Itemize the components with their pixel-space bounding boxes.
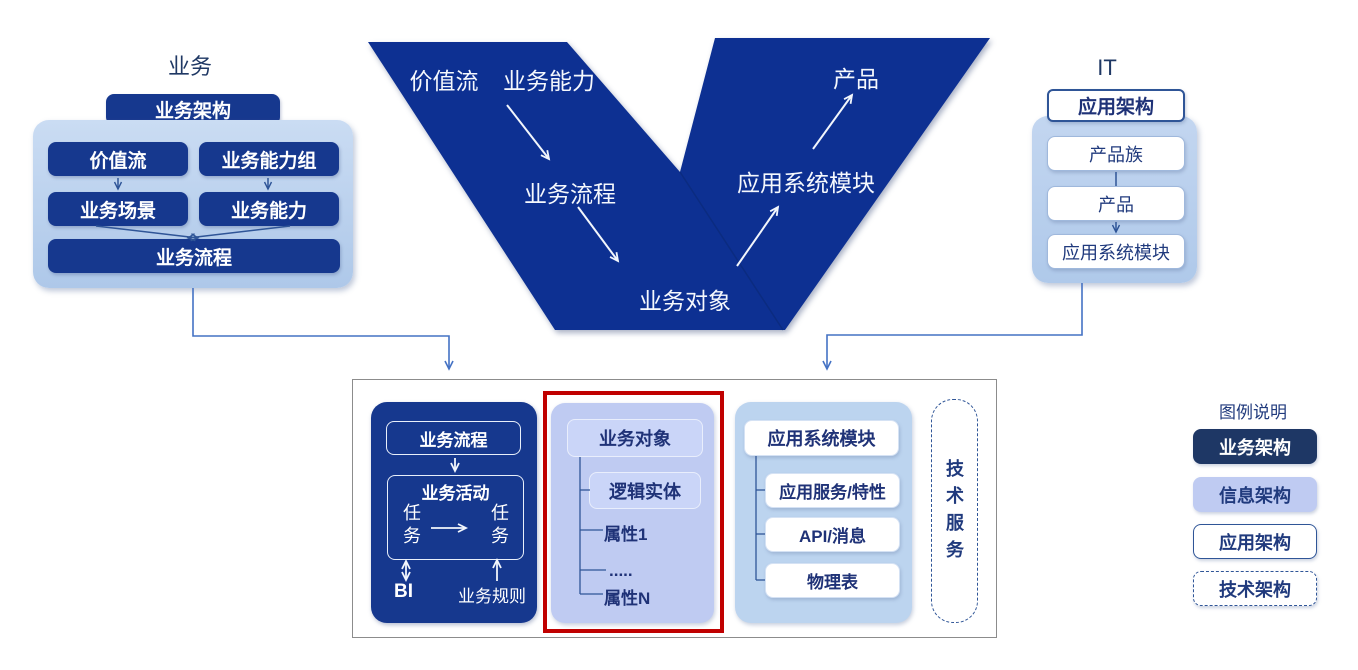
- legend-business-architecture: 业务架构: [1193, 429, 1317, 464]
- legend-application-architecture: 应用架构: [1193, 524, 1317, 559]
- business-architecture-header: 业务架构: [106, 94, 280, 125]
- business-process-box: 业务流程: [48, 239, 340, 273]
- legend-technology-architecture: 技术架构: [1193, 571, 1317, 606]
- legend-title: 图例说明: [1219, 403, 1287, 422]
- detail-business-process-box: 业务流程: [386, 421, 521, 455]
- legend-information-architecture: 信息架构: [1193, 477, 1317, 512]
- app-architecture-header: 应用架构: [1047, 89, 1185, 122]
- task-right-label: 任务: [491, 503, 509, 546]
- v-label-value-stream: 价值流: [409, 68, 479, 94]
- product-family-box: 产品族: [1047, 136, 1185, 171]
- attribute-n-label: 属性N: [604, 589, 651, 608]
- it-panel-title: IT: [1097, 55, 1117, 80]
- info-group-highlight-frame: [543, 391, 724, 633]
- v-label-product: 产品: [833, 66, 879, 92]
- detail-app-module-box: 应用系统模块: [744, 420, 899, 456]
- capability-group-box: 业务能力组: [199, 142, 339, 176]
- app-system-module-box: 应用系统模块: [1047, 234, 1185, 269]
- tech-service-box: 技术服务: [931, 399, 978, 623]
- business-capability-box: 业务能力: [199, 192, 339, 226]
- business-rule-label: 业务规则: [458, 587, 526, 606]
- attribute-1-label: 属性1: [604, 525, 648, 544]
- v-label-biz-process: 业务流程: [524, 181, 616, 207]
- v-label-biz-object: 业务对象: [639, 288, 731, 314]
- app-service-box: 应用服务/特性: [765, 473, 900, 508]
- api-message-box: API/消息: [765, 517, 900, 552]
- tech-service-label: 技术服务: [946, 459, 964, 560]
- value-stream-box: 价值流: [48, 142, 188, 176]
- business-scenario-box: 业务场景: [48, 192, 188, 226]
- v-label-biz-capability: 业务能力: [503, 68, 595, 94]
- business-activity-box: [387, 475, 524, 560]
- business-object-box: 业务对象: [567, 419, 703, 457]
- bi-label: BI: [394, 581, 413, 602]
- attribute-dots-label: .....: [609, 561, 633, 580]
- business-activity-label: 业务活动: [421, 484, 490, 503]
- business-detail-group: [371, 402, 537, 623]
- logical-entity-box: 逻辑实体: [589, 472, 701, 509]
- v-label-app-module: 应用系统模块: [737, 170, 875, 196]
- physical-table-box: 物理表: [765, 563, 900, 598]
- business-panel-title: 业务: [167, 54, 212, 79]
- task-left-label: 任务: [403, 503, 421, 546]
- product-box: 产品: [1047, 186, 1185, 221]
